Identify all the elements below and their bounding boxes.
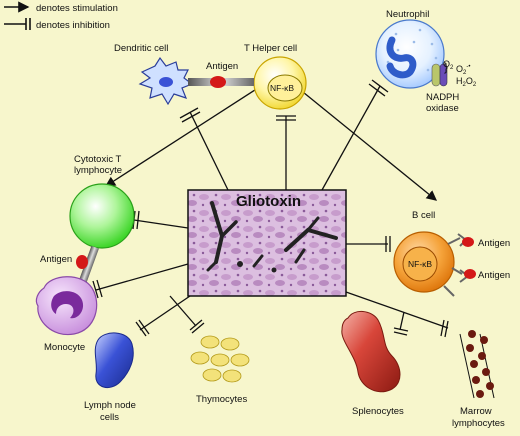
svg-text:O2: O2 [443,59,454,71]
nadph-label-line1: NADPH [426,92,459,103]
gliotoxin-title: Gliotoxin [236,193,301,210]
gliotoxin-lymph-inhibit [139,295,191,331]
legend: denotes stimulation denotes inhibition [4,1,118,31]
legend-stimulation-text: denotes stimulation [36,3,118,14]
antigen-bcell-label-1: Antigen [478,238,510,249]
cytotoxic-t-lymphocyte: Cytotoxic T lymphocyte Antigen [40,154,135,289]
gliotoxin-panel: Gliotoxin [187,189,347,297]
cytotoxic-monocyte-bond [77,245,99,289]
b-cell-label: B cell [412,210,435,221]
antigen-bcell-icon-2 [464,269,476,279]
svg-text:}: } [444,60,448,74]
dendritic-label: Dendritic cell [114,43,168,54]
antigen-bcell-icon-1 [462,237,474,247]
gliotoxin-monocyte-inhibit [95,263,189,291]
monocyte-nucleus [51,291,84,319]
nadph-oxidase-icon [431,63,441,87]
lymph-label-line2: cells [100,412,119,423]
neutrophil-nucleus [386,36,417,79]
gliotoxin-splenocytes-inhibit [399,311,405,331]
gliotoxin-thymocytes-inhibit [169,295,197,327]
antigen-cytotoxic-label: Antigen [40,254,72,265]
h2o2-label: H2O2 [456,76,477,88]
marrow-label-line1: Marrow [460,406,492,417]
cytotoxic-label-line1: Cytotoxic T [74,154,122,165]
t-helper-cell: T Helper cell NF-κB [244,43,307,110]
thymocytes: Thymocytes [190,335,250,405]
marrow-label-line2: lymphocytes [452,418,505,429]
superoxide-label: O2-• [456,64,470,76]
neutrophil: Neutrophil O2 } O2-• H2O2 NADPH oxidase [375,9,477,114]
helper-to-bcell-arrow [297,87,438,201]
antigen-bcell-label-2: Antigen [478,270,510,281]
fungal-hyphae-icon [206,201,338,273]
splenocytes: Splenocytes [341,311,404,417]
marrow-lymphocytes: Marrow lymphocytes [452,330,505,429]
neutrophil-label: Neutrophil [386,9,429,20]
antigen-dendritic-label: Antigen [206,61,238,72]
monocyte: Monocyte [35,276,98,353]
gliotoxin-neutrophil-inhibit [321,85,381,191]
b-cell: B cell NF-κB Antigen Antigen [393,210,510,297]
antigen-cytotoxic-icon [76,255,88,269]
gliotoxin-cytotoxic-inhibit [133,219,189,229]
monocyte-label: Monocyte [44,342,85,353]
t-helper-nfkb: NF-κB [270,83,294,93]
connectors [92,79,449,338]
thymocytes-label: Thymocytes [196,394,247,405]
legend-inhibition-text: denotes inhibition [36,20,110,31]
gliotoxin-dendritic-inhibit [189,111,229,191]
nadph-label-line2: oxidase [426,103,459,114]
antigen-dendritic-icon [210,76,226,88]
t-helper-label: T Helper cell [244,43,297,54]
o2-label: O [443,59,450,69]
dendritic-cell: Dendritic cell Antigen [114,43,254,106]
lymph-label-line1: Lymph node [84,400,136,411]
inhibition-legend-icon [4,18,31,30]
lymph-node-cells: Lymph node cells [84,332,136,423]
helper-to-cytotoxic-arrow [104,87,259,187]
b-cell-nfkb: NF-κB [408,259,432,269]
gliotoxin-marrow-inhibit [345,291,449,329]
splenocytes-label: Splenocytes [352,406,404,417]
cytotoxic-label-line2: lymphocyte [74,165,122,176]
